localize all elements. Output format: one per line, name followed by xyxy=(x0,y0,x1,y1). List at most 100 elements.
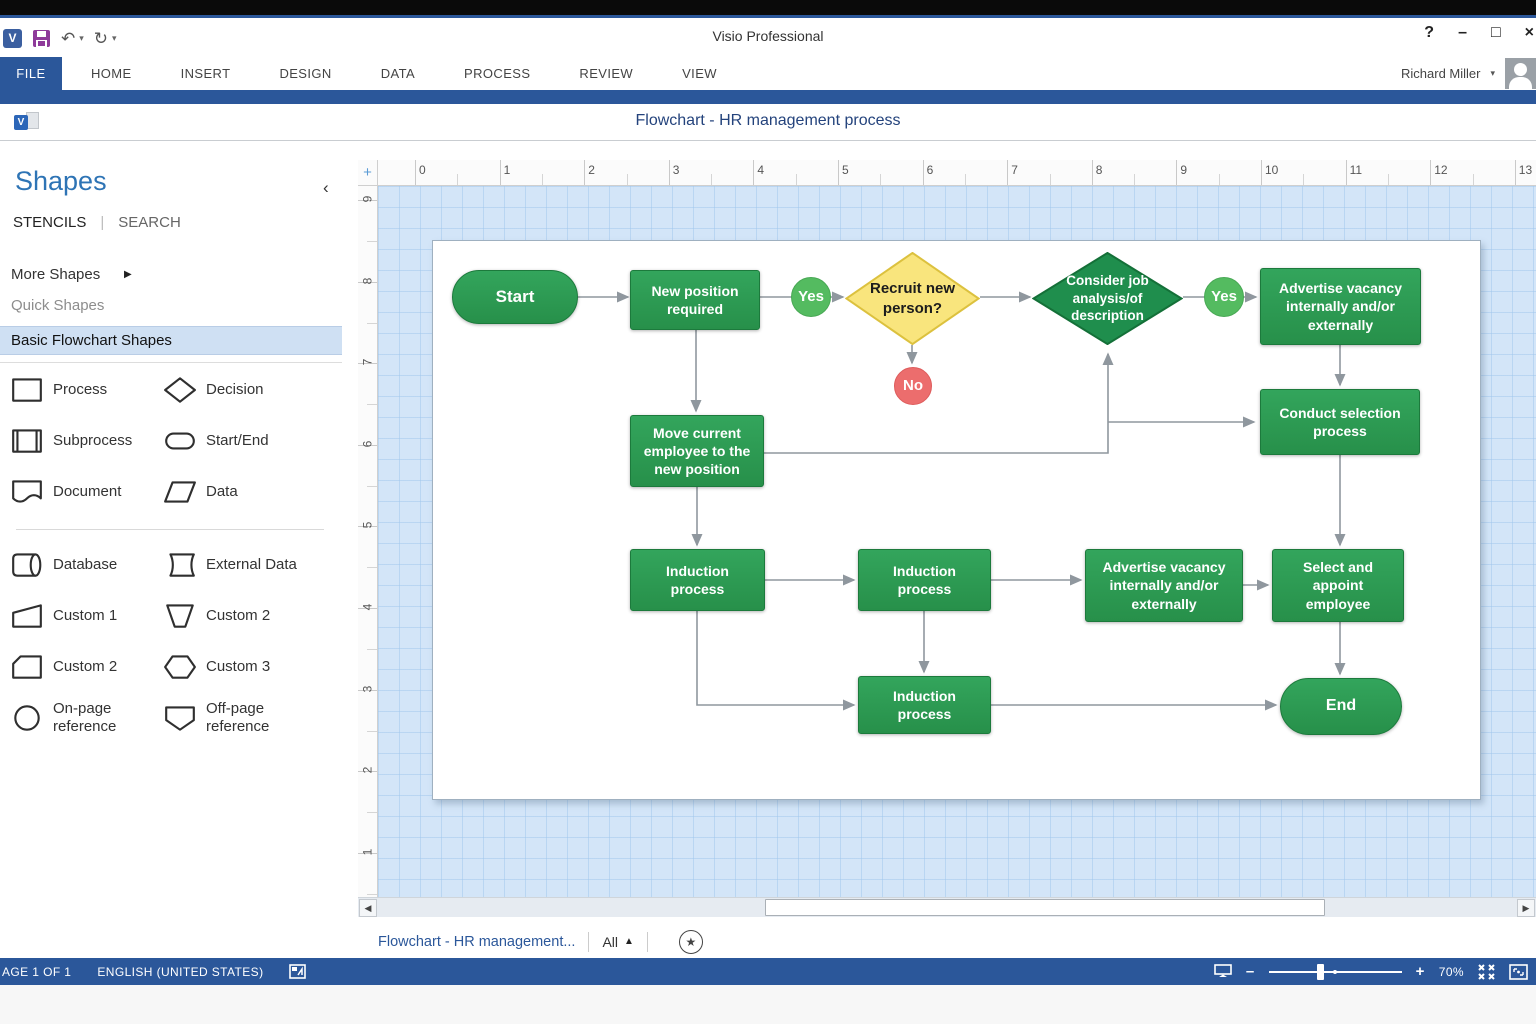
tab-file[interactable]: FILE xyxy=(0,57,62,90)
stencil-item-document[interactable]: Document xyxy=(10,474,163,510)
pages-filter-button[interactable]: All ▲ xyxy=(602,933,634,950)
stencil-item-custom-2b[interactable]: Custom 2 xyxy=(10,649,163,685)
save-button[interactable] xyxy=(32,29,51,48)
node-label: Advertise vacancy internally and/or exte… xyxy=(1102,559,1226,612)
tab-stencils[interactable]: STENCILS xyxy=(13,214,87,231)
redo-button[interactable]: ↻ xyxy=(93,28,109,48)
flowchart-node-recruit-new-person[interactable]: Recruit new person? xyxy=(845,252,980,345)
fit-page-button[interactable] xyxy=(1509,963,1528,980)
language-indicator[interactable]: ENGLISH (UNITED STATES) xyxy=(97,964,264,979)
stencil-item-custom-1[interactable]: Custom 1 xyxy=(10,598,163,634)
undo-button[interactable]: ↶ xyxy=(61,28,76,48)
stencil-item-label: Start/End xyxy=(206,432,269,449)
avatar[interactable] xyxy=(1505,58,1536,89)
horizontal-scrollbar[interactable]: ◀ ▶ xyxy=(358,897,1536,917)
maximize-button[interactable]: □ xyxy=(1490,24,1501,41)
stencil-item-label: Document xyxy=(53,483,122,500)
help-button[interactable]: ? xyxy=(1424,24,1435,41)
stencil-item-off-page-reference[interactable]: Off-page reference xyxy=(163,700,330,736)
stencil-item-label: Custom 2 xyxy=(53,658,118,675)
decision-icon xyxy=(163,376,197,404)
shapes-panel-title: Shapes xyxy=(15,166,107,196)
startend-icon xyxy=(163,427,197,455)
flowchart-node-yes-2[interactable]: Yes xyxy=(1204,277,1244,317)
stencil-item-on-page-reference[interactable]: On-page reference xyxy=(10,700,163,736)
stencil-item-label: Process xyxy=(53,381,108,398)
flowchart-node-end[interactable]: End xyxy=(1280,678,1402,735)
stencil-item-data[interactable]: Data xyxy=(163,474,330,510)
active-stencil-bar[interactable]: Basic Flowchart Shapes xyxy=(0,326,342,355)
tab-search[interactable]: SEARCH xyxy=(118,214,181,231)
scroll-right-button[interactable]: ▶ xyxy=(1517,899,1535,917)
fit-to-window-button[interactable] xyxy=(1478,963,1495,980)
page-tab-active[interactable]: Flowchart - HR management... xyxy=(378,933,576,950)
zoom-in-button[interactable]: + xyxy=(1415,963,1425,980)
flowchart-node-start[interactable]: Start xyxy=(452,270,578,324)
node-label: Select and appoint employee xyxy=(1302,559,1374,612)
drawing-canvas[interactable]: Start New position required Yes Recruit new… xyxy=(378,186,1536,897)
zoom-slider-thumb[interactable] xyxy=(1316,963,1324,980)
scroll-left-button[interactable]: ◀ xyxy=(359,899,377,917)
tab-insert[interactable]: INSERT xyxy=(180,66,231,81)
page-indicator[interactable]: AGE 1 OF 1 xyxy=(2,964,72,979)
presentation-mode-icon[interactable] xyxy=(1214,964,1232,979)
document-titlebar: V Flowchart - HR management process xyxy=(0,104,1536,141)
connector-8 xyxy=(764,352,1114,454)
scrollbar-thumb[interactable] xyxy=(765,899,1325,916)
tab-process[interactable]: PROCESS xyxy=(464,66,531,81)
tab-design[interactable]: DESIGN xyxy=(279,66,332,81)
flowchart-node-no-1[interactable]: No xyxy=(894,367,932,405)
flowchart-node-advertise-vacancy-2[interactable]: Advertise vacancy internally and/or exte… xyxy=(1085,549,1243,622)
zoom-level[interactable]: 70% xyxy=(1438,964,1464,979)
more-shapes-button[interactable]: More Shapes xyxy=(11,266,101,283)
connector-layer xyxy=(578,291,1346,711)
custom-3-icon xyxy=(163,653,197,681)
macro-icon[interactable] xyxy=(289,964,307,979)
tab-home[interactable]: HOME xyxy=(91,66,132,81)
flowchart-node-induction-process-1[interactable]: Induction process xyxy=(630,549,765,611)
stencil-item-database[interactable]: Database xyxy=(10,547,163,583)
user-area: Richard Miller ▾ xyxy=(1401,57,1536,90)
collapse-panel-button[interactable]: ‹ xyxy=(323,178,329,197)
node-label: Consider job analysis/of description xyxy=(1066,273,1149,324)
stencil-item-process[interactable]: Process xyxy=(10,372,163,408)
flowchart-node-new-position-required[interactable]: New position required xyxy=(630,270,760,330)
zoom-out-button[interactable]: – xyxy=(1245,963,1255,980)
minimize-button[interactable]: – xyxy=(1458,24,1467,41)
tab-view[interactable]: VIEW xyxy=(682,66,717,81)
tab-review[interactable]: REVIEW xyxy=(579,66,634,81)
flowchart-node-conduct-selection-process[interactable]: Conduct selection process xyxy=(1260,389,1420,455)
stencil-item-external-data[interactable]: External Data xyxy=(163,547,330,583)
node-label: Recruit new person? xyxy=(869,280,956,317)
new-page-star-button[interactable]: ★ xyxy=(678,929,703,954)
flowchart-node-select-and-appoint[interactable]: Select and appoint employee xyxy=(1272,549,1404,622)
undo-dropdown-icon[interactable]: ▾ xyxy=(79,32,84,43)
window-controls: ? – □ × xyxy=(1424,24,1534,42)
customize-qat-icon[interactable]: ▾ xyxy=(112,32,117,43)
user-dropdown-icon[interactable]: ▾ xyxy=(1490,68,1495,78)
tab-data[interactable]: DATA xyxy=(380,66,416,81)
flowchart-node-move-current-employee[interactable]: Move current employee to the new positio… xyxy=(630,415,764,487)
stencil-item-subprocess[interactable]: Subprocess xyxy=(10,423,163,459)
flowchart-node-yes-1[interactable]: Yes xyxy=(791,277,831,317)
stencil-item-label: Custom 1 xyxy=(53,607,118,624)
flowchart-node-induction-process-2[interactable]: Induction process xyxy=(858,549,991,611)
quick-shapes-button[interactable]: Quick Shapes xyxy=(11,297,105,314)
stencil-item-label: Decision xyxy=(206,381,264,398)
flowchart-node-induction-process-3[interactable]: Induction process xyxy=(858,676,991,734)
node-label: Start xyxy=(495,286,535,306)
flowchart-node-advertise-vacancy-1[interactable]: Advertise vacancy internally and/or exte… xyxy=(1260,268,1421,345)
visio-logo-icon[interactable]: V xyxy=(3,28,22,48)
stencil-item-label: On-page reference xyxy=(53,700,117,735)
stencil-item-custom-2[interactable]: Custom 2 xyxy=(163,598,330,634)
stencil-item-custom-3[interactable]: Custom 3 xyxy=(163,649,330,685)
zoom-slider[interactable] xyxy=(1268,963,1402,980)
stencil-item-decision[interactable]: Decision xyxy=(163,372,330,408)
close-button[interactable]: × xyxy=(1524,24,1534,41)
ribbon-divider-band xyxy=(0,90,1536,104)
flowchart-node-consider-job-analysis[interactable]: Consider job analysis/of description xyxy=(1032,252,1183,345)
stencil-item-startend[interactable]: Start/End xyxy=(163,423,330,459)
user-name[interactable]: Richard Miller xyxy=(1401,66,1481,81)
